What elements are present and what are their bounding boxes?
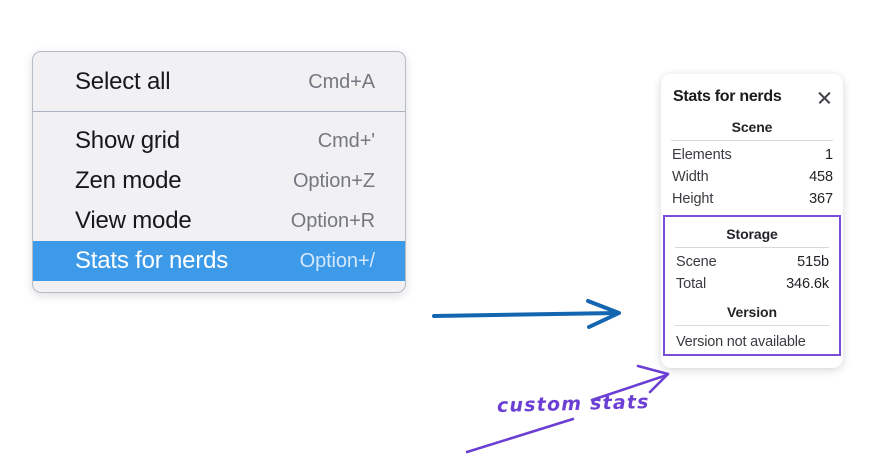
version-heading: Version — [727, 304, 777, 320]
scene-heading: Scene — [731, 119, 773, 135]
blue-arrow — [432, 299, 621, 329]
stat-label: Elements — [672, 147, 732, 163]
stat-label: Height — [672, 191, 714, 207]
menu-item-shortcut: Option+/ — [299, 249, 375, 272]
panel-header: Stats for nerds — [661, 84, 843, 110]
stat-row: Height 367 — [661, 188, 843, 210]
menu-section-2: Show grid Cmd+' Zen mode Option+Z View m… — [33, 112, 405, 292]
scene-section: Scene Elements 1 Width 458 Height 367 — [661, 110, 843, 210]
menu-item-view-mode[interactable]: View mode Option+R — [33, 201, 405, 241]
menu-item-shortcut: Cmd+' — [317, 129, 375, 152]
purple-underline-stroke — [465, 417, 575, 454]
menu-item-zen-mode[interactable]: Zen mode Option+Z — [33, 161, 405, 201]
menu-item-label: Zen mode — [75, 167, 182, 194]
menu-item-label: Select all — [75, 68, 171, 95]
panel-title: Stats for nerds — [673, 88, 782, 105]
stat-value: 367 — [809, 191, 833, 207]
stat-label: Total — [676, 276, 707, 292]
storage-heading: Storage — [726, 226, 778, 242]
version-section: Version Version not available — [665, 295, 839, 352]
context-menu[interactable]: Select all Cmd+A Show grid Cmd+' Zen mod… — [32, 51, 406, 293]
version-note: Version not available — [676, 334, 806, 350]
stat-value: 515b — [797, 254, 829, 270]
menu-item-label: Stats for nerds — [75, 247, 229, 274]
stat-row: Elements 1 — [661, 144, 843, 166]
menu-item-label: View mode — [75, 207, 192, 234]
stat-row: Scene 515b — [665, 251, 839, 273]
handwritten-note: custom stats — [496, 391, 650, 417]
menu-item-shortcut: Cmd+A — [308, 70, 375, 93]
stat-value: 458 — [809, 169, 833, 185]
stat-label: Scene — [676, 254, 717, 270]
custom-stats-highlight-box: Storage Scene 515b Total 346.6k Version … — [663, 215, 841, 356]
stat-row: Total 346.6k — [665, 273, 839, 295]
menu-section-1: Select all Cmd+A — [33, 52, 405, 111]
close-icon[interactable] — [817, 90, 832, 105]
stat-value: 346.6k — [786, 276, 829, 292]
menu-item-shortcut: Option+R — [290, 209, 375, 232]
menu-item-shortcut: Option+Z — [292, 169, 375, 192]
divider — [675, 247, 829, 248]
menu-item-show-grid[interactable]: Show grid Cmd+' — [33, 121, 405, 161]
menu-item-select-all[interactable]: Select all Cmd+A — [33, 62, 405, 102]
storage-section: Storage Scene 515b Total 346.6k — [665, 217, 839, 295]
divider — [671, 140, 833, 141]
stat-label: Width — [672, 169, 709, 185]
stats-for-nerds-panel: Stats for nerds Scene Elements 1 Width 4… — [661, 74, 843, 368]
stat-value: 1 — [825, 147, 833, 163]
stat-row: Width 458 — [661, 166, 843, 188]
menu-item-label: Show grid — [75, 127, 180, 154]
menu-divider — [33, 111, 405, 112]
divider — [675, 325, 829, 326]
menu-item-stats-for-nerds[interactable]: Stats for nerds Option+/ — [33, 241, 405, 281]
